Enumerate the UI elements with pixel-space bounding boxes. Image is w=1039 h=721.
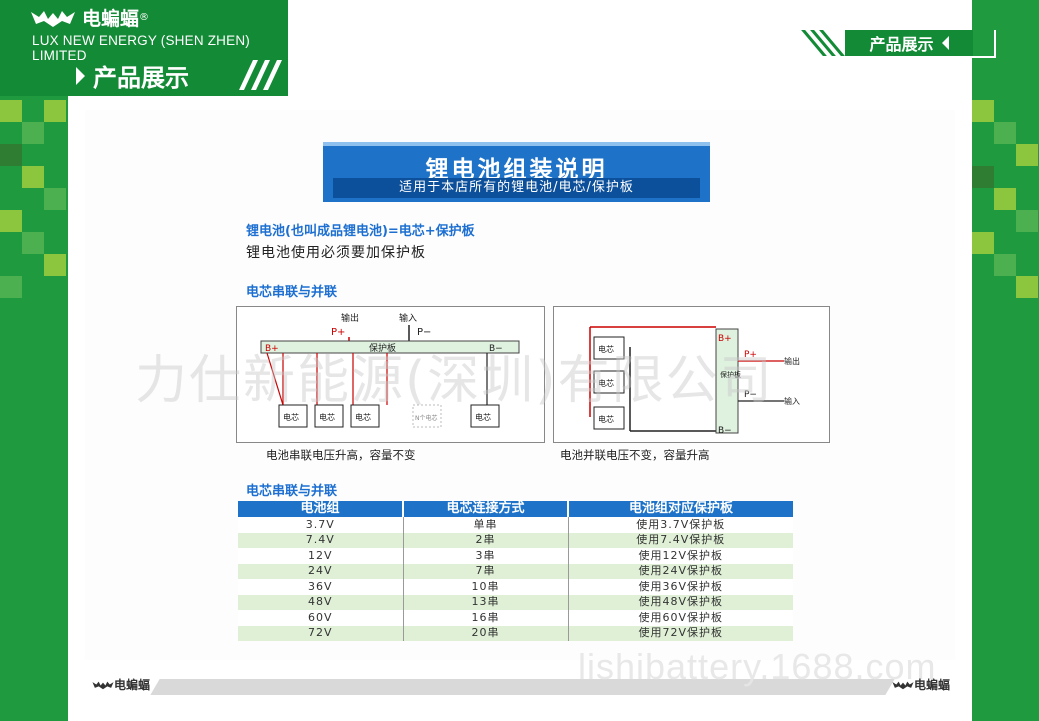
table-row: 36V 10串 使用36V保护板 bbox=[238, 579, 793, 595]
doc-subtitle: 适用于本店所有的锂电池/电芯/保护板 bbox=[333, 178, 700, 198]
url-watermark: lishibattery.1688.com bbox=[578, 646, 937, 687]
table-cell: 24V bbox=[238, 563, 404, 579]
series-input-label: 输入 bbox=[399, 312, 417, 324]
note-text: 锂电池使用必须要加保护板 bbox=[246, 245, 426, 261]
table-cell: 3.7V bbox=[238, 517, 404, 533]
table-row: 72V 20串 使用72V保护板 bbox=[238, 625, 793, 641]
table-header-cell: 电芯连接方式 bbox=[403, 501, 569, 517]
series-diagram: 输出 输入 P+ P− B+ 保护板 B− 电芯 电芯 电芯 N个电芯 电芯 bbox=[236, 306, 545, 443]
table-cell: 60V bbox=[238, 610, 404, 626]
series-n-cells: N个电芯 bbox=[415, 414, 438, 422]
brand-logo: 电蝙蝠 ® bbox=[30, 4, 149, 31]
series-cell-1: 电芯 bbox=[283, 412, 299, 422]
table-cell: 使用72V保护板 bbox=[568, 625, 793, 641]
parallel-b-minus: B− bbox=[718, 426, 732, 436]
series-board-label: 保护板 bbox=[369, 342, 396, 354]
table-cell: 3串 bbox=[403, 548, 569, 564]
series-p-minus: P− bbox=[417, 327, 431, 338]
parallel-board-label: 保护板 bbox=[720, 370, 741, 379]
footer-logo-left: 电蝙蝠 bbox=[92, 676, 150, 693]
series-b-plus: B+ bbox=[265, 344, 279, 354]
series-output-label: 输出 bbox=[341, 312, 359, 324]
parallel-b-plus: B+ bbox=[718, 334, 732, 344]
table-cell: 10串 bbox=[403, 579, 569, 595]
table-cell: 7串 bbox=[403, 563, 569, 579]
table-header-row: 电池组 电芯连接方式 电池组对应保护板 bbox=[238, 501, 793, 517]
table-cell: 36V bbox=[238, 579, 404, 595]
table-cell: 12V bbox=[238, 548, 404, 564]
header-banner: 电蝙蝠 ® LUX NEW ENERGY (SHEN ZHEN) LIMITED… bbox=[0, 0, 288, 96]
table-cell: 16串 bbox=[403, 610, 569, 626]
table-header-cell: 电池组对应保护板 bbox=[568, 501, 793, 517]
table-cell: 13串 bbox=[403, 594, 569, 610]
series-caption: 电池串联电压升高，容量不变 bbox=[266, 448, 416, 462]
right-green-band bbox=[972, 0, 1039, 721]
table-cell: 使用3.7V保护板 bbox=[568, 517, 793, 533]
bat-logo-icon bbox=[92, 681, 114, 689]
brand-name-en: LUX NEW ENERGY (SHEN ZHEN) LIMITED bbox=[32, 33, 250, 63]
parallel-cell-2: 电芯 bbox=[598, 378, 614, 388]
formula-heading: 锂电池(也叫成品锂电池)=电芯+保护板 bbox=[246, 224, 475, 239]
table-cell: 48V bbox=[238, 594, 404, 610]
series-cell-2: 电芯 bbox=[319, 412, 335, 422]
table-cell: 使用24V保护板 bbox=[568, 563, 793, 579]
left-green-band bbox=[0, 0, 68, 721]
parallel-input-label: 输入 bbox=[784, 396, 800, 406]
pack-spec-table: 电池组 电芯连接方式 电池组对应保护板 3.7V 单串 使用3.7V保护板 7.… bbox=[238, 501, 793, 641]
parallel-cell-3: 电芯 bbox=[598, 414, 614, 424]
triangle-right-icon bbox=[76, 66, 85, 85]
company-watermark: 力仕新能源(深圳)有限公司 bbox=[135, 351, 774, 411]
table-row: 24V 7串 使用24V保护板 bbox=[238, 563, 793, 579]
right-tab-corner-line bbox=[972, 30, 996, 58]
table-cell: 2串 bbox=[403, 532, 569, 548]
parallel-p-plus: P+ bbox=[744, 350, 757, 360]
triangle-left-icon bbox=[941, 36, 949, 50]
series-b-minus: B− bbox=[489, 344, 503, 354]
section-title-text: 产品展示 bbox=[93, 64, 189, 92]
series-cell-n: 电芯 bbox=[475, 412, 491, 422]
brand-name-cn: 电蝙蝠 bbox=[82, 8, 140, 30]
footer-logo-right: 电蝙蝠 bbox=[892, 676, 950, 693]
right-header-tab: 产品展示 bbox=[845, 30, 973, 56]
registered-mark: ® bbox=[139, 12, 150, 23]
parallel-cell-1: 电芯 bbox=[598, 344, 614, 354]
parallel-output-label: 输出 bbox=[784, 356, 800, 366]
table-row: 3.7V 单串 使用3.7V保护板 bbox=[238, 517, 793, 533]
table-cell: 使用60V保护板 bbox=[568, 610, 793, 626]
right-tab-text: 产品展示 bbox=[869, 35, 934, 54]
table-header-cell: 电池组 bbox=[238, 501, 404, 517]
series-p-plus: P+ bbox=[331, 327, 345, 338]
table-cell: 使用12V保护板 bbox=[568, 548, 793, 564]
doc-title-box: 锂电池组装说明 适用于本店所有的锂电池/电芯/保护板 bbox=[323, 142, 710, 202]
table-row: 48V 13串 使用48V保护板 bbox=[238, 594, 793, 610]
parallel-caption: 电池并联电压不变，容量升高 bbox=[560, 448, 710, 462]
section2-heading: 电芯串联与并联 bbox=[246, 484, 338, 499]
table-row: 12V 3串 使用12V保护板 bbox=[238, 548, 793, 564]
parallel-p-minus: P− bbox=[744, 390, 757, 400]
table-cell: 使用7.4V保护板 bbox=[568, 532, 793, 548]
section1-heading: 电芯串联与并联 bbox=[246, 285, 338, 300]
series-cell-3: 电芯 bbox=[355, 412, 371, 422]
table-cell: 单串 bbox=[403, 517, 569, 533]
footer-brand-left: 电蝙蝠 bbox=[114, 678, 151, 692]
table-row: 60V 16串 使用60V保护板 bbox=[238, 610, 793, 626]
table-cell: 72V bbox=[238, 625, 404, 641]
footer-brand-right: 电蝙蝠 bbox=[914, 678, 951, 692]
table-cell: 20串 bbox=[403, 625, 569, 641]
table-cell: 使用36V保护板 bbox=[568, 579, 793, 595]
bat-logo-icon bbox=[892, 681, 914, 689]
section-title: 产品展示 bbox=[76, 58, 189, 93]
parallel-diagram: 电芯 电芯 电芯 B+ B− 保护板 P+ P− 输出 输入 bbox=[553, 306, 830, 443]
table-cell: 7.4V bbox=[238, 532, 404, 548]
table-cell: 使用48V保护板 bbox=[568, 594, 793, 610]
bat-logo-icon bbox=[31, 10, 75, 27]
table-row: 7.4V 2串 使用7.4V保护板 bbox=[238, 532, 793, 548]
